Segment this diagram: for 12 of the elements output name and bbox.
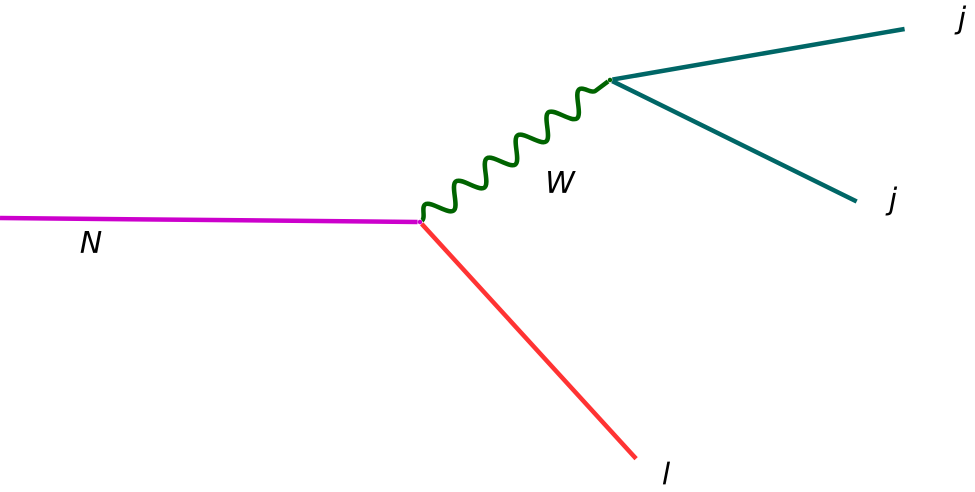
- vertex: [418, 220, 422, 224]
- line: [420, 222, 638, 460]
- line: [611, 79, 858, 204]
- line: [612, 26, 905, 82]
- particle-label: j: [954, 5, 966, 34]
- particle-label: l: [662, 462, 670, 484]
- edge-label: W: [548, 171, 576, 193]
- vertex: [608, 78, 612, 82]
- line: [0, 216, 418, 224]
- edge-label: N: [80, 231, 102, 253]
- wavy-line: [420, 80, 610, 222]
- particle-label: j: [885, 186, 898, 216]
